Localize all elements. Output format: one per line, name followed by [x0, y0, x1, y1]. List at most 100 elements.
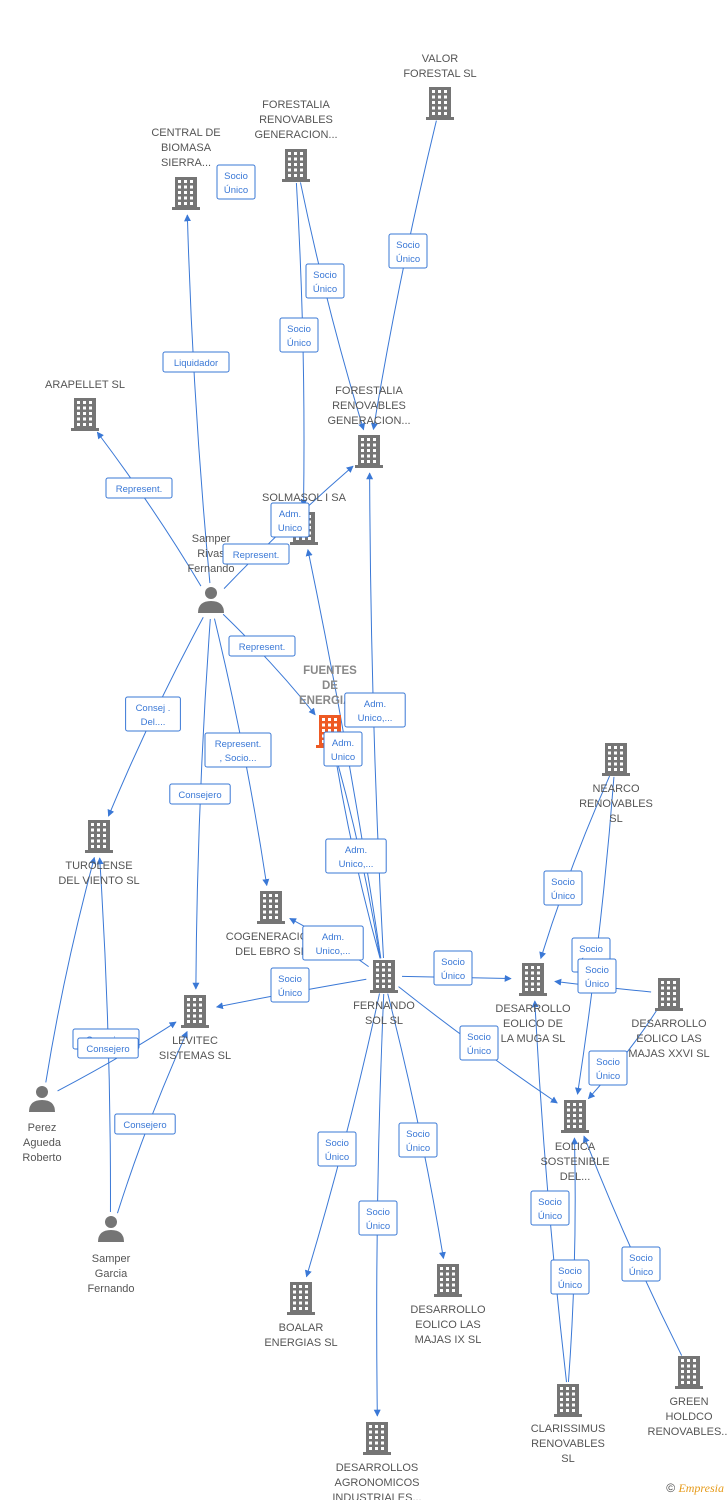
node-label-line: CLARISSIMUS [531, 1423, 606, 1435]
edge-label-box[interactable]: Consej .Del.... [125, 696, 181, 732]
edge-label-box[interactable]: Represent. [222, 543, 290, 565]
building-icon [85, 820, 113, 853]
edge-label-text: Consej . [136, 703, 171, 714]
edge-label-text: Único [325, 1152, 349, 1163]
building-icon [675, 1356, 703, 1389]
edge-label-text: Socio [396, 240, 420, 251]
node-label-line: DESARROLLO [631, 1018, 707, 1030]
edge-label-text: Adm. [345, 845, 367, 856]
node-label-line: Samper [192, 533, 231, 545]
node-label-line: Fernando [187, 563, 234, 575]
node-label-line: NEARCO [592, 783, 640, 795]
node-label-line: DEL... [560, 1171, 591, 1183]
edge-label-box[interactable]: Represent., Socio... [204, 732, 272, 768]
edge-label-text: Socio [629, 1253, 653, 1264]
edge-label-box[interactable]: Adm. Unico,... [302, 925, 364, 961]
edge-label-text: Unico,... [316, 946, 351, 957]
node-central[interactable]: CENTRAL DEBIOMASASIERRA... [151, 127, 221, 210]
edge-label-text: Represent. [239, 642, 285, 653]
edge-label-text: Único [287, 338, 311, 349]
edge-label-box[interactable]: Adm.Unico,... [344, 692, 406, 728]
edge-label-text: Consejero [86, 1044, 129, 1055]
edge-label-box[interactable]: Liquidador [162, 351, 230, 373]
edge-valor-to-forestalia2 [370, 120, 437, 431]
edge-label-text: Único [366, 1221, 390, 1232]
edge-nearco-to-muga [539, 775, 611, 960]
edge-label-box[interactable]: Represent. [228, 635, 296, 657]
edge-samper-rivas-to-fuentes [222, 613, 316, 716]
node-forestalia1[interactable]: FORESTALIARENOVABLESGENERACION... [254, 99, 338, 182]
node-label-line: Rivas [197, 548, 225, 560]
edge-label-text: Socio [538, 1197, 562, 1208]
node-label-line: DESARROLLO [410, 1304, 486, 1316]
edge-label-box[interactable]: Represent. [105, 477, 173, 499]
edge-label-text: Socio [467, 1032, 491, 1043]
node-forestalia2[interactable]: FORESTALIARENOVABLESGENERACION... [327, 385, 411, 468]
node-eolica[interactable]: EOLICASOSTENIBLEDEL... [540, 1100, 610, 1183]
node-label-line: GENERACION... [254, 129, 337, 141]
node-label-line: ARAPELLET SL [45, 379, 125, 391]
person-icon [29, 1086, 55, 1112]
edge-label-box[interactable]: Adm.Unico [270, 502, 310, 538]
node-label-line: RENOVABLES [259, 114, 333, 126]
edge-label-text: Adm. [322, 932, 344, 943]
edge-label-text: Adm. [364, 699, 386, 710]
edge-label-box[interactable]: Consejero [114, 1113, 176, 1135]
edge-label-box[interactable]: Adm.Unico [323, 731, 363, 767]
edge-label-text: Socio [325, 1138, 349, 1149]
node-label-line: Fernando [87, 1283, 134, 1295]
building-icon [370, 960, 398, 993]
building-icon [172, 177, 200, 210]
node-label-line: EOLICA [555, 1141, 596, 1153]
edge-label-text: Único [585, 979, 609, 990]
brand-logo[interactable]: Empresia [678, 1481, 724, 1495]
node-label-line: MAJAS XXVI SL [628, 1048, 709, 1060]
node-label-line: Perez [28, 1122, 57, 1134]
node-arapellet[interactable]: ARAPELLET SL [45, 379, 125, 431]
node-label-line: Agueda [23, 1137, 62, 1149]
edge-label-box[interactable]: Adm.Unico,... [325, 838, 387, 874]
edge-label-text: Único [551, 891, 575, 902]
edge-label-box[interactable]: Consejero [169, 783, 231, 805]
building-icon [602, 743, 630, 776]
edge-label-text: Único [558, 1280, 582, 1291]
node-label-line: FORESTALIA [335, 385, 403, 397]
node-label-line: FERNANDO [353, 1000, 415, 1012]
node-green[interactable]: GREENHOLDCORENOVABLES... [648, 1356, 728, 1438]
node-label-line: DESARROLLOS [336, 1462, 419, 1474]
node-agronomicos[interactable]: DESARROLLOSAGRONOMICOSINDUSTRIALES... [332, 1422, 422, 1500]
edge-label-box[interactable]: Consejero [77, 1037, 139, 1059]
copyright-symbol: © [666, 1481, 676, 1495]
